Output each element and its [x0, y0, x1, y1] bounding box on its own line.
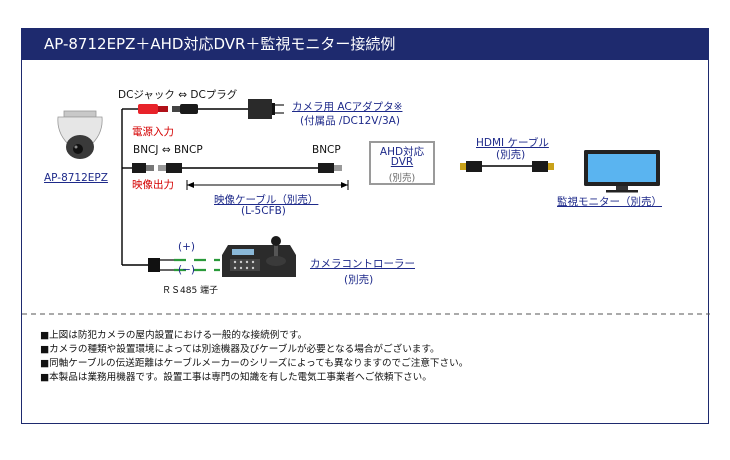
page-title: AP-8712EPZ＋AHD対応DVR＋監視モニター接続例	[22, 29, 708, 60]
ac-adapter-icon	[248, 99, 284, 119]
camera-controller-icon	[222, 236, 296, 277]
video-cable-model: (L-5CFB)	[241, 205, 286, 217]
diagram-frame: AP-8712EPZ＋AHD対応DVR＋監視モニター接続例	[21, 28, 710, 424]
cable-span-arrow	[186, 180, 349, 190]
notes-block: ■上図は防犯カメラの屋内設置における一般的な接続例です。 ■カメラの種類や設置環…	[40, 329, 468, 385]
rs485-terminal-label: ＲＳ485 端子	[162, 286, 219, 296]
note-line: ■本製品は業務用機器です。設置工事は専門の知識を有した電気工事業者へご依頼下さい…	[40, 372, 432, 383]
power-input-label: 電源入力	[132, 126, 174, 138]
dc-plug-icon	[172, 104, 198, 114]
hdmi-cable-label: HDMI ケーブル	[476, 137, 549, 149]
note-line: ■同軸ケーブルの伝送距離はケーブルメーカーのシリーズによっても異なりますのでご注…	[40, 358, 469, 369]
rs485-terminal-icon	[148, 258, 160, 272]
dome-camera-icon	[57, 110, 103, 159]
dc-connector-label: DCジャック ⇔ DCプラグ	[118, 89, 238, 101]
video-cable-label: 映像ケーブル（別売）	[214, 194, 319, 206]
bnc-connector-label: BNCJ ⇔ BNCP	[133, 144, 203, 156]
wire-plus-label: (+)	[178, 241, 195, 253]
dvr-type-label: AHD対応	[379, 146, 425, 158]
bncp-right-connector-icon	[318, 163, 342, 173]
dvr-box: AHD対応 DVR (別売)	[369, 141, 435, 185]
camera-label: AP-8712EPZ	[44, 172, 108, 184]
ac-adapter-label: カメラ用 ACアダプタ※	[292, 101, 403, 113]
note-line: ■上図は防犯カメラの屋内設置における一般的な接続例です。	[40, 330, 308, 341]
bncp-connector-icon	[158, 163, 182, 173]
monitor-label: 監視モニター（別売）	[557, 196, 662, 208]
video-output-label: 映像出力	[132, 179, 174, 191]
dvr-label: DVR	[390, 156, 414, 168]
note-line: ■カメラの種類や設置環境によっては別途機器及びケーブルが必要となる場合がございま…	[40, 344, 440, 355]
ac-adapter-note: (付属品 /DC12V/3A)	[300, 115, 400, 127]
bncj-connector-icon	[132, 163, 154, 173]
wire-minus-label: (−)	[178, 264, 195, 276]
dc-jack-icon	[138, 104, 168, 114]
controller-note: (別売)	[344, 274, 374, 286]
controller-label: カメラコントローラー	[310, 258, 415, 270]
hdmi-cable-icon	[460, 161, 554, 172]
monitor-icon	[584, 150, 660, 193]
dvr-note: (別売)	[388, 173, 416, 184]
bncp-right-label: BNCP	[312, 144, 341, 156]
connection-diagram	[22, 99, 710, 315]
hdmi-cable-note: (別売)	[496, 149, 526, 161]
